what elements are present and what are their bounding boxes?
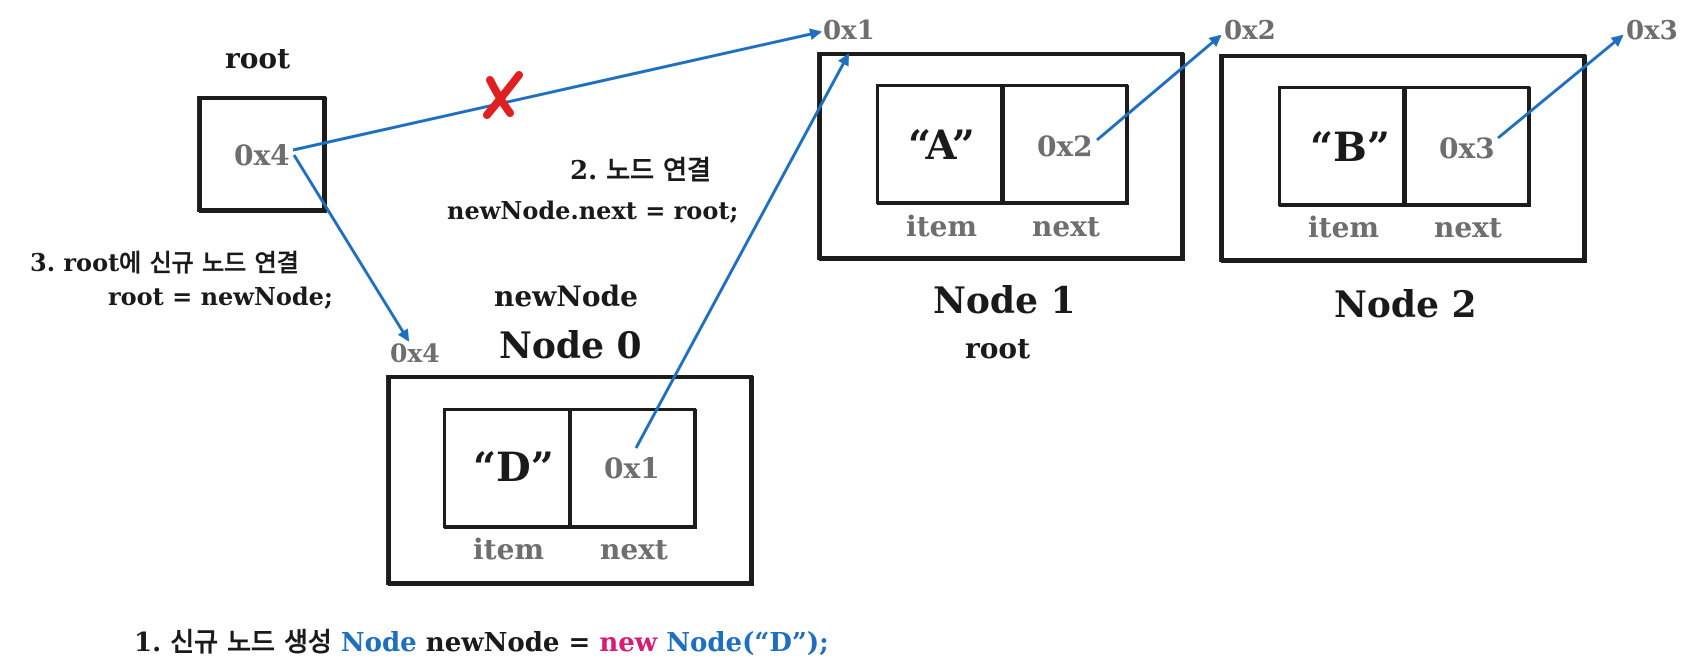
node2-item-value: “B” xyxy=(1310,124,1390,171)
node0-box xyxy=(387,375,753,585)
node1-address: 0x1 xyxy=(823,16,875,46)
node0-var-label: newNode xyxy=(494,280,638,313)
step1-code-type: Node xyxy=(340,628,417,658)
root-title: root xyxy=(225,42,291,75)
step3-code: root = newNode; xyxy=(108,282,333,311)
step2-label: 2. 노드 연결 xyxy=(570,156,711,186)
node0-next-label: next xyxy=(600,533,668,566)
node1-subtitle: root xyxy=(965,332,1031,365)
step1-line: 1. 신규 노드 생성 Node newNode = new Node(“D”)… xyxy=(134,622,829,659)
step1-code-new: new xyxy=(599,628,658,658)
node1-next-value: 0x2 xyxy=(1037,130,1093,163)
step1-label: 1. 신규 노드 생성 xyxy=(134,628,332,658)
step2-code: newNode.next = root; xyxy=(447,196,739,225)
node1-item-label: item xyxy=(906,210,978,243)
node0-item-label: item xyxy=(473,533,545,566)
node0-title: Node 0 xyxy=(499,325,642,367)
root-box xyxy=(198,96,326,212)
node2-item-label: item xyxy=(1308,211,1380,244)
node2-address: 0x2 xyxy=(1224,16,1276,46)
step3-label: 3. root에 신규 노드 연결 xyxy=(30,248,299,277)
step1-code-ctor: Node(“D”); xyxy=(666,628,829,658)
node0-address: 0x4 xyxy=(390,339,440,368)
node1-next-cell xyxy=(1000,84,1128,204)
node2-next-label: next xyxy=(1434,211,1502,244)
node2-next-cell xyxy=(1402,86,1530,206)
node0-next-cell xyxy=(568,408,696,528)
root-value: 0x4 xyxy=(234,139,290,172)
arrow-root-to-node1 xyxy=(292,28,822,152)
node0-item-value: “D” xyxy=(473,444,554,491)
node1-next-label: next xyxy=(1032,210,1100,243)
node2-box xyxy=(1220,54,1586,262)
step1-code-var: newNode = xyxy=(425,628,591,658)
node1-item-value: “A” xyxy=(908,122,975,169)
cross-mark-icon xyxy=(483,71,523,119)
node2-next-value: 0x3 xyxy=(1439,132,1495,165)
node0-next-value: 0x1 xyxy=(604,452,660,485)
node1-title: Node 1 xyxy=(933,280,1076,322)
node2-title: Node 2 xyxy=(1334,284,1477,326)
node2-next-target-address: 0x3 xyxy=(1626,16,1678,46)
